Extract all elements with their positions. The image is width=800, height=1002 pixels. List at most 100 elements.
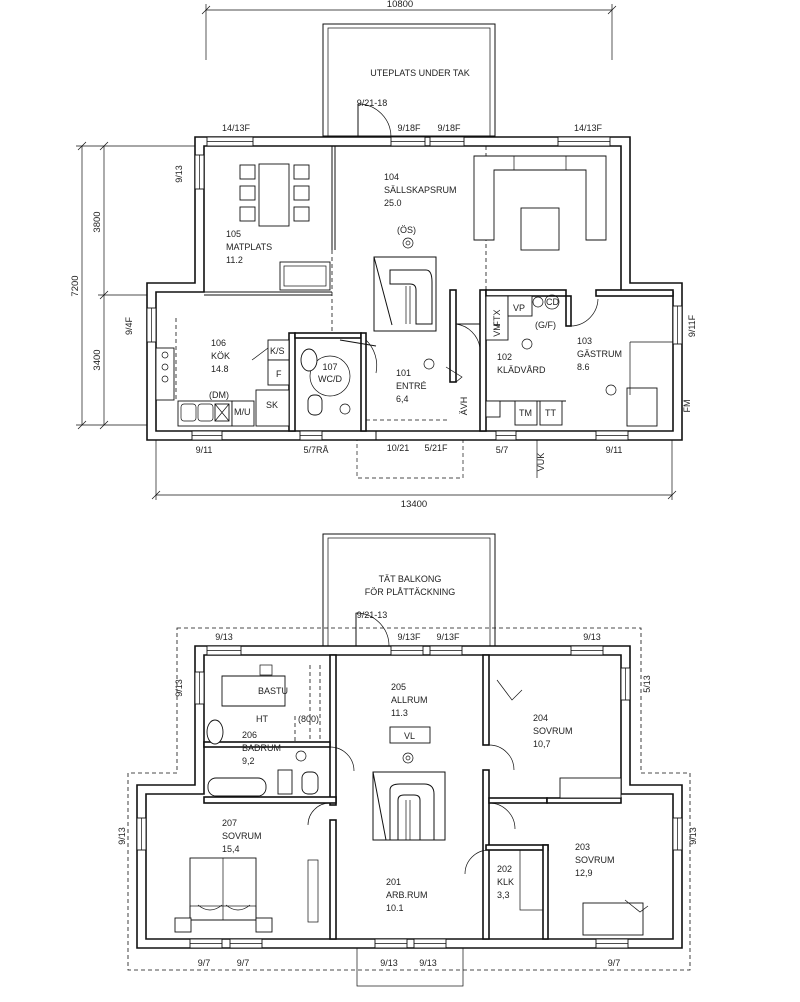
ground-window-labels: 14/13F 14/13F 9/18F 9/18F 9/21-18 9/13 9… <box>124 98 697 455</box>
room-207-name: SOVRUM <box>222 831 262 841</box>
upper-stair <box>372 771 446 841</box>
wc-fixtures <box>300 348 351 416</box>
ground-floor-plan: 10800 7200 3800 3400 13400 <box>70 0 697 510</box>
room-204-number: 204 <box>533 713 548 723</box>
fixture-label: FM <box>682 400 692 413</box>
room-204-area: 10,7 <box>533 739 551 749</box>
window-label: 9/13 <box>117 827 127 845</box>
room-106-number: 106 <box>211 338 226 348</box>
window-label: 9/7 <box>237 958 250 968</box>
fixture-label: BASTU <box>258 686 288 696</box>
window-label: 9/11 <box>196 445 213 455</box>
dim-10800-label: 10800 <box>387 0 413 10</box>
fixture-label: CD <box>546 297 559 307</box>
living-sofa <box>473 155 607 251</box>
room-202-area: 3,3 <box>497 890 510 900</box>
room-104-name: SÄLLSKAPSRUM <box>384 185 457 195</box>
window-label: 9/13 <box>688 827 698 845</box>
bed-203 <box>582 899 649 936</box>
room-101-area: 6,4 <box>396 394 409 404</box>
room-103-name: GÄSTRUM <box>577 349 622 359</box>
room-201-number: 201 <box>386 877 401 887</box>
fixture-label: VM <box>492 323 502 337</box>
fixture-label: HT <box>256 714 268 724</box>
window-label: 14/13F <box>574 123 603 133</box>
room-206-area: 9,2 <box>242 756 255 766</box>
upper-room-labels: 205 ALLRUM 11.3 206 BADRUM 9,2 204 SOVRU… <box>222 682 615 913</box>
room-107-name: WC/D <box>318 374 342 384</box>
room-104-area: 25.0 <box>384 198 402 208</box>
room-203-number: 203 <box>575 842 590 852</box>
window-label: 9/11F <box>687 314 697 337</box>
sideboard <box>279 261 331 291</box>
room-202-number: 202 <box>497 864 512 874</box>
ground-interior-walls <box>204 146 674 432</box>
balcony: TÄT BALKONG FÖR PLÅTTÄCKNING <box>322 533 496 647</box>
ground-windows <box>146 136 683 441</box>
window-label: 9/7 <box>198 958 211 968</box>
upper-interior-walls <box>203 654 622 940</box>
room-205-area: 11.3 <box>391 708 408 718</box>
fireplace-symbol <box>402 237 414 249</box>
ground-misc-symbols <box>366 294 673 427</box>
upper-doors <box>307 612 523 875</box>
window-label: 5/13 <box>642 675 652 693</box>
upper-fixture-labels: BASTU HT (800) VL <box>256 686 415 741</box>
dimension-overall-width-bottom: 13400 <box>151 440 677 510</box>
allrum-fixtures <box>389 726 431 764</box>
upper-windows <box>136 645 683 987</box>
room-103-area: 8.6 <box>577 362 590 372</box>
window-label: 9/13 <box>380 958 398 968</box>
door-label: 9/21-13 <box>357 610 388 620</box>
room-102-name: KLÄDVÅRD <box>497 365 546 375</box>
dim-13400-label: 13400 <box>401 499 427 510</box>
roof-eave-outline <box>127 627 691 971</box>
balcony-label-line1: TÄT BALKONG <box>379 574 442 584</box>
dining-table <box>239 163 310 227</box>
kitchen-fixtures <box>155 318 290 427</box>
fixture-label: VP <box>513 303 525 313</box>
window-label: 9/18F <box>437 123 461 133</box>
room-202-name: KLK <box>497 877 514 887</box>
window-label: 9/7 <box>608 958 621 968</box>
patio-label: UTEPLATS UNDER TAK <box>370 68 470 78</box>
dimension-vertical-left: 7200 3800 3400 <box>70 141 200 430</box>
window-label: 5/7RÅ <box>303 445 328 455</box>
balcony-label-line2: FÖR PLÅTTÄCKNING <box>365 587 456 597</box>
covered-patio: UTEPLATS UNDER TAK <box>322 23 496 137</box>
room-206-name: BADRUM <box>242 743 281 753</box>
room-201-name: ARB.RUM <box>386 890 428 900</box>
room-104-number: 104 <box>384 172 399 182</box>
window-label: 14/13F <box>222 123 251 133</box>
window-label: 9/13 <box>215 632 233 642</box>
fixture-label: VL <box>404 731 415 741</box>
door-label: 10/21 <box>387 443 410 453</box>
room-201-area: 10.1 <box>386 903 404 913</box>
room-103-number: 103 <box>577 336 592 346</box>
fixture-label: (G/F) <box>535 320 556 330</box>
window-label: 9/13 <box>583 632 601 642</box>
fixture-label: ÄVH <box>459 397 469 416</box>
window-label: 9/13 <box>419 958 437 968</box>
window-label: 9/13F <box>397 632 421 642</box>
window-label: 9/13F <box>436 632 460 642</box>
room-206-number: 206 <box>242 730 257 740</box>
closet-204 <box>559 777 622 799</box>
upper-floor-plan: TÄT BALKONG FÖR PLÅTTÄCKNING <box>117 533 698 987</box>
door-label: 9/21-18 <box>357 98 388 108</box>
fixture-label: SK <box>266 400 278 410</box>
room-107-number: 107 <box>322 362 337 372</box>
room-106-area: 14.8 <box>211 364 229 374</box>
window-label: 9/18F <box>397 123 421 133</box>
window-label: 9/13 <box>174 679 184 697</box>
room-106-name: KÖK <box>211 351 230 361</box>
room-205-name: ALLRUM <box>391 695 428 705</box>
window-label: 9/13 <box>174 165 184 183</box>
bookshelf-207 <box>307 859 319 923</box>
bathroom-fixtures <box>206 716 319 797</box>
room-105-area: 11.2 <box>226 255 243 265</box>
upper-window-labels: 9/21-13 9/13 9/13F 9/13F 9/13 9/13 5/13 … <box>117 610 698 968</box>
dim-3800-label: 3800 <box>92 211 103 232</box>
ground-stair <box>373 256 437 332</box>
sauna <box>221 664 321 740</box>
